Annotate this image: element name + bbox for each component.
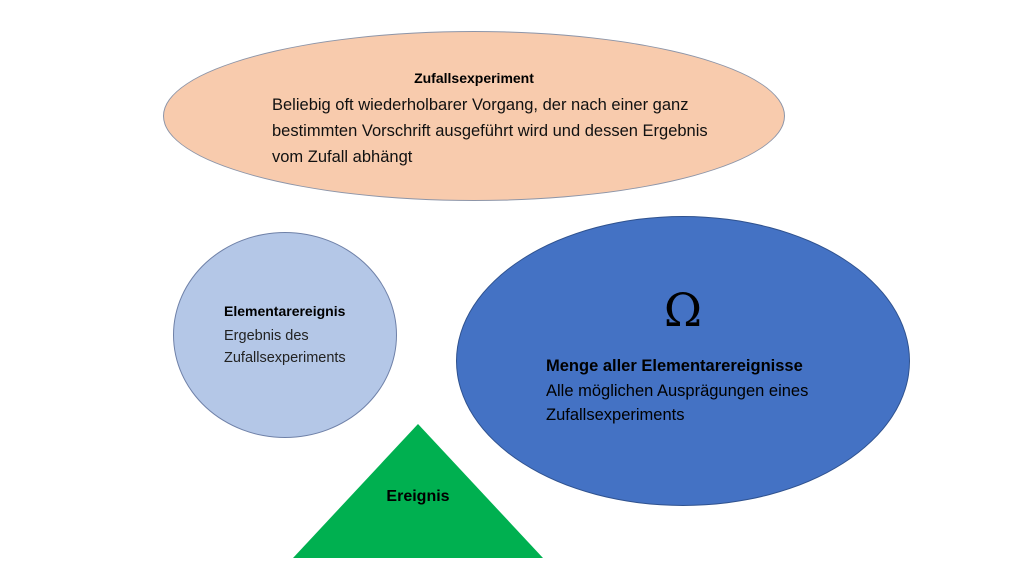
elementarereignis-ellipse: Elementarereignis Ergebnis des Zufallsex…	[173, 232, 397, 438]
zufallsexperiment-ellipse: Zufallsexperiment Beliebig oft wiederhol…	[163, 31, 785, 201]
elementarereignis-description: Ergebnis des Zufallsexperiments	[224, 328, 346, 366]
ereignis-label: Ereignis	[386, 488, 450, 505]
ereignis-triangle: Ereignis	[293, 424, 543, 558]
zufallsexperiment-title: Zufallsexperiment	[414, 70, 534, 86]
ergebnismenge-ellipse: Ω Menge aller Elementarereignisse Alle m…	[456, 216, 910, 506]
ergebnismenge-description: Alle möglichen Ausprägungen eines Zufall…	[546, 382, 809, 424]
zufallsexperiment-description: Beliebig oft wiederholbarer Vorgang, der…	[272, 96, 708, 166]
elementarereignis-title: Elementarereignis	[224, 303, 346, 319]
ergebnismenge-title: Menge aller Elementarereignisse	[546, 357, 803, 375]
omega-symbol: Ω	[663, 283, 703, 337]
triangle-shape	[293, 424, 543, 558]
